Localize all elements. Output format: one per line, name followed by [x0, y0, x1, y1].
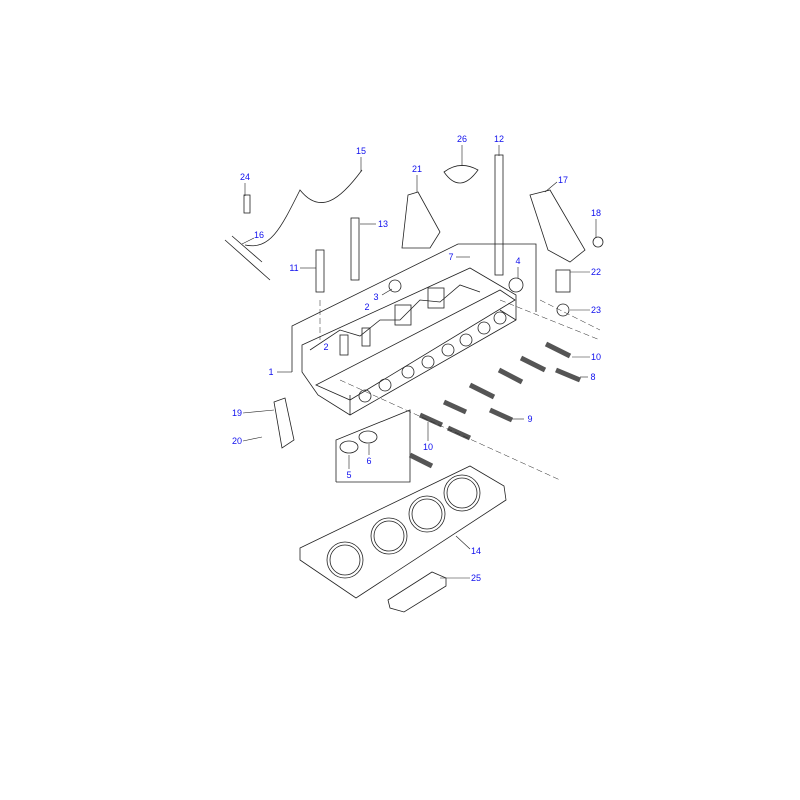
- callout-6[interactable]: 6: [366, 456, 372, 466]
- sensor-wire-15: [244, 169, 363, 247]
- callout-4[interactable]: 4: [515, 256, 521, 266]
- seal-6: [358, 430, 378, 444]
- leader-lines: [241, 145, 597, 579]
- glow-plug-16: [224, 235, 271, 281]
- callout-26[interactable]: 26: [456, 134, 468, 144]
- assembly-bracket-line: [291, 243, 537, 372]
- callout-19[interactable]: 19: [231, 408, 243, 418]
- callout-9[interactable]: 9: [527, 414, 533, 424]
- callout-1[interactable]: 1: [268, 367, 274, 377]
- callout-11[interactable]: 11: [289, 263, 299, 273]
- seal-5: [339, 440, 359, 454]
- cylinder-head: [301, 267, 517, 416]
- callout-17[interactable]: 17: [557, 175, 569, 185]
- callout-20[interactable]: 20: [231, 436, 243, 446]
- callout-21[interactable]: 21: [411, 164, 423, 174]
- callout-2-lower[interactable]: 2: [323, 342, 329, 352]
- callout-8[interactable]: 8: [590, 372, 596, 382]
- callout-18[interactable]: 18: [590, 208, 602, 218]
- callout-14[interactable]: 14: [470, 546, 482, 556]
- callout-12[interactable]: 12: [493, 134, 505, 144]
- callout-5[interactable]: 5: [346, 470, 352, 480]
- callout-22[interactable]: 22: [590, 267, 602, 277]
- callout-16[interactable]: 16: [253, 230, 265, 240]
- callout-13[interactable]: 13: [377, 219, 389, 229]
- cover-26: [443, 165, 479, 184]
- callout-2-upper[interactable]: 2: [364, 302, 370, 312]
- studs: [408, 341, 581, 469]
- callout-3[interactable]: 3: [373, 292, 379, 302]
- plate-25: [387, 571, 447, 613]
- callout-25[interactable]: 25: [470, 573, 482, 583]
- callout-23[interactable]: 23: [590, 305, 602, 315]
- callout-10-lower[interactable]: 10: [422, 442, 434, 452]
- bracket-17: [529, 189, 586, 263]
- dashed-alignment-lines: [319, 299, 601, 481]
- callout-10-right[interactable]: 10: [590, 352, 602, 362]
- callout-7[interactable]: 7: [448, 252, 454, 262]
- bracket-21: [401, 191, 441, 249]
- callout-15[interactable]: 15: [355, 146, 367, 156]
- head-gasket: [299, 465, 507, 599]
- callout-24[interactable]: 24: [239, 172, 251, 182]
- bracket-19: [273, 397, 295, 449]
